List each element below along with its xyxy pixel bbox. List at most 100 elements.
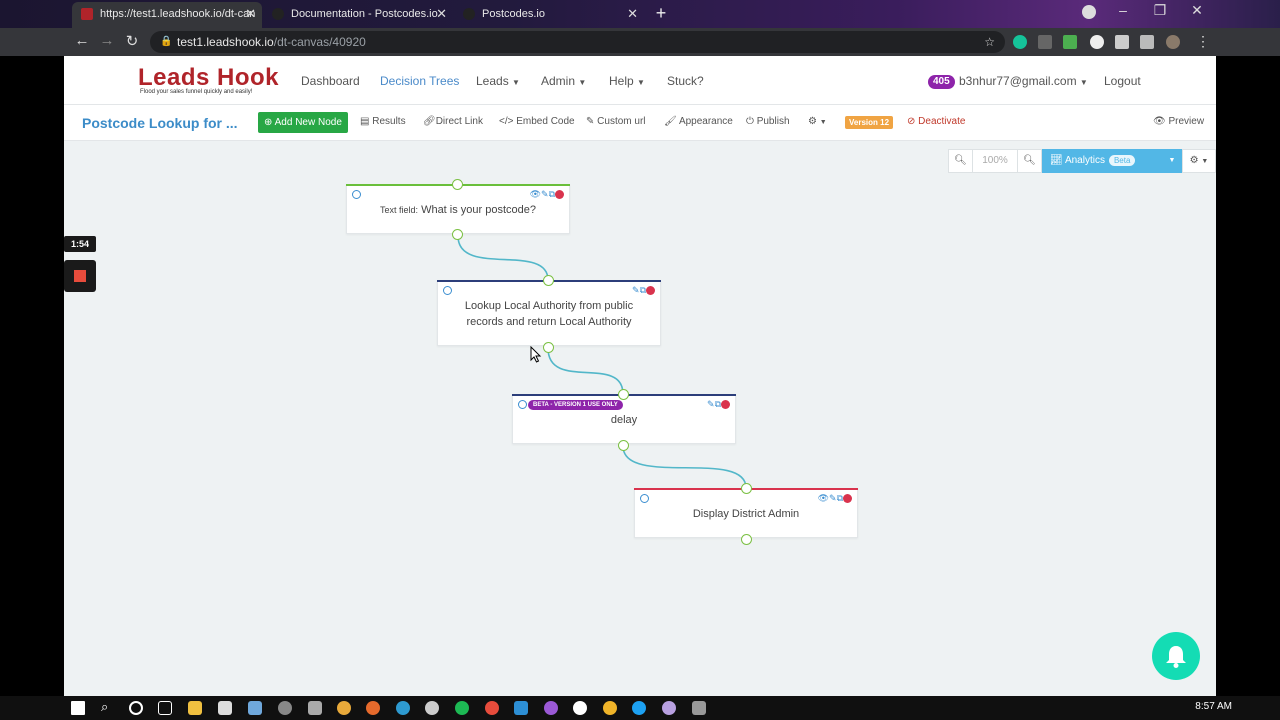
edit-icon[interactable]: ✎ [829, 493, 837, 503]
address-bar[interactable]: 🔒 test1.leadshook.io/dt-canvas/40920 ☆ [150, 31, 1005, 53]
deactivate-button[interactable]: ⊘ Deactivate [907, 116, 965, 127]
publish-button[interactable]: ⏻ Publish [746, 116, 790, 127]
node-3-input-port[interactable] [618, 389, 629, 400]
copy-icon[interactable]: ⧉ [548, 189, 555, 199]
zoom-out-button[interactable]: 🔍︎ [1017, 149, 1042, 173]
node-3-output-port[interactable] [618, 440, 629, 451]
app-icon[interactable] [425, 701, 439, 715]
node-1-input-port[interactable] [452, 179, 463, 190]
add-child-icon[interactable] [443, 286, 452, 295]
add-child-icon[interactable] [518, 400, 527, 409]
copy-icon[interactable]: ⧉ [714, 399, 721, 409]
node-2-output-port[interactable] [543, 342, 554, 353]
file-explorer-icon[interactable] [188, 701, 202, 715]
extension-icon[interactable] [1063, 35, 1077, 49]
copy-icon[interactable]: ⧉ [639, 285, 646, 295]
add-child-icon[interactable] [640, 494, 649, 503]
bookmark-star-icon[interactable]: ☆ [984, 35, 995, 49]
settings-dropdown[interactable]: ⚙ ▼ [808, 116, 827, 127]
preview-button[interactable]: 👁︎ Preview [1153, 116, 1204, 127]
edit-icon[interactable]: ✎ [541, 189, 549, 199]
firefox-icon[interactable] [366, 701, 380, 715]
app-icon[interactable] [573, 701, 587, 715]
tab-documentation[interactable]: Documentation - Postcodes.io ✕ [263, 2, 453, 26]
minimize-icon[interactable]: – [1119, 2, 1127, 18]
windows-start-icon[interactable] [71, 701, 85, 715]
appearance-button[interactable]: 🖌︎ Appearance [664, 116, 733, 127]
messenger-icon[interactable] [544, 701, 558, 715]
reload-icon[interactable]: ↻ [125, 33, 139, 50]
node-lookup-local-authority[interactable]: ✎⧉ Lookup Local Authority from public re… [437, 280, 661, 346]
nav-admin[interactable]: Admin ▼ [541, 74, 586, 88]
eye-icon[interactable]: 👁︎ [529, 189, 542, 199]
extension-icon[interactable] [1038, 35, 1052, 49]
node-display-district-admin[interactable]: 👁︎✎⧉ Display District Admin [634, 488, 858, 538]
app-icon[interactable] [603, 701, 617, 715]
nav-decision-trees[interactable]: Decision Trees [380, 74, 460, 88]
restore-icon[interactable]: ❐ [1153, 2, 1167, 18]
node-4-input-port[interactable] [741, 483, 752, 494]
new-tab-button[interactable]: + [655, 3, 667, 23]
delete-icon[interactable] [721, 400, 730, 410]
app-icon[interactable] [308, 701, 322, 715]
node-delay[interactable]: BETA - VERSION 1 USE ONLY ✎⧉ delay [512, 394, 736, 444]
close-tab-icon[interactable]: ✕ [245, 6, 256, 21]
analytics-dropdown-button[interactable]: ▼ [1162, 149, 1182, 173]
close-window-icon[interactable]: ✕ [1191, 2, 1203, 18]
embed-code-button[interactable]: </> Embed Code [499, 116, 575, 127]
results-button[interactable]: ▤ Results [360, 116, 406, 127]
canvas-settings-button[interactable]: ⚙ ▼ [1182, 149, 1216, 173]
nav-leads[interactable]: Leads ▼ [476, 74, 520, 88]
extensions-puzzle-icon[interactable] [1115, 35, 1129, 49]
direct-link-button[interactable]: 🔗︎Direct Link [423, 116, 483, 127]
notepad-icon[interactable] [248, 701, 262, 715]
edit-icon[interactable]: ✎ [632, 285, 640, 295]
spotify-icon[interactable] [455, 701, 469, 715]
node-1-output-port[interactable] [452, 229, 463, 240]
search-icon[interactable]: ⌕ [101, 699, 109, 714]
cortana-icon[interactable] [129, 701, 143, 715]
skype-icon[interactable] [632, 701, 646, 715]
delete-icon[interactable] [555, 190, 564, 200]
edge-icon[interactable] [396, 701, 410, 715]
task-view-icon[interactable] [158, 701, 172, 715]
calculator-icon[interactable] [692, 701, 706, 715]
custom-url-button[interactable]: ✎ Custom url [586, 116, 646, 127]
node-2-input-port[interactable] [543, 275, 554, 286]
browser-menu-icon[interactable]: ⋮ [1196, 33, 1210, 49]
reading-list-icon[interactable] [1140, 35, 1154, 49]
extension-icon[interactable] [1090, 35, 1104, 49]
logout-link[interactable]: Logout [1104, 74, 1141, 88]
node-4-output-port[interactable] [741, 534, 752, 545]
back-icon[interactable]: ← [74, 32, 90, 49]
tab-leadshook[interactable]: https://test1.leadshook.io/dt-can ✕ [72, 2, 262, 28]
app-icon[interactable] [278, 701, 292, 715]
eye-icon[interactable]: 👁︎ [817, 493, 830, 503]
nav-dashboard[interactable]: Dashboard [301, 74, 360, 88]
vscode-icon[interactable] [514, 701, 528, 715]
tab-postcodes[interactable]: Postcodes.io ✕ [454, 2, 644, 26]
user-menu[interactable]: b3nhur77@gmail.com ▼ [959, 74, 1088, 88]
close-tab-icon[interactable]: ✕ [627, 6, 638, 21]
nav-stuck[interactable]: Stuck? [667, 74, 704, 88]
profile-menu-icon[interactable] [1074, 5, 1104, 22]
app-icon[interactable] [662, 701, 676, 715]
close-tab-icon[interactable]: ✕ [436, 6, 447, 21]
copy-icon[interactable]: ⧉ [836, 493, 843, 503]
logo[interactable]: Leads Hook [138, 64, 280, 91]
store-icon[interactable] [218, 701, 232, 715]
add-child-icon[interactable] [352, 190, 361, 199]
grammarly-extension-icon[interactable] [1013, 35, 1027, 49]
delete-icon[interactable] [646, 286, 655, 296]
stop-recording-button[interactable] [64, 260, 96, 292]
forward-icon[interactable]: → [99, 32, 115, 49]
delete-icon[interactable] [843, 494, 852, 504]
edit-icon[interactable]: ✎ [707, 399, 715, 409]
app-icon[interactable] [485, 701, 499, 715]
avatar[interactable] [1166, 35, 1180, 49]
chrome-icon[interactable] [337, 701, 351, 715]
tree-title[interactable]: Postcode Lookup for ... [82, 115, 238, 131]
add-new-node-button[interactable]: ⊕ Add New Node [258, 112, 348, 133]
notification-bell-button[interactable] [1152, 632, 1200, 680]
